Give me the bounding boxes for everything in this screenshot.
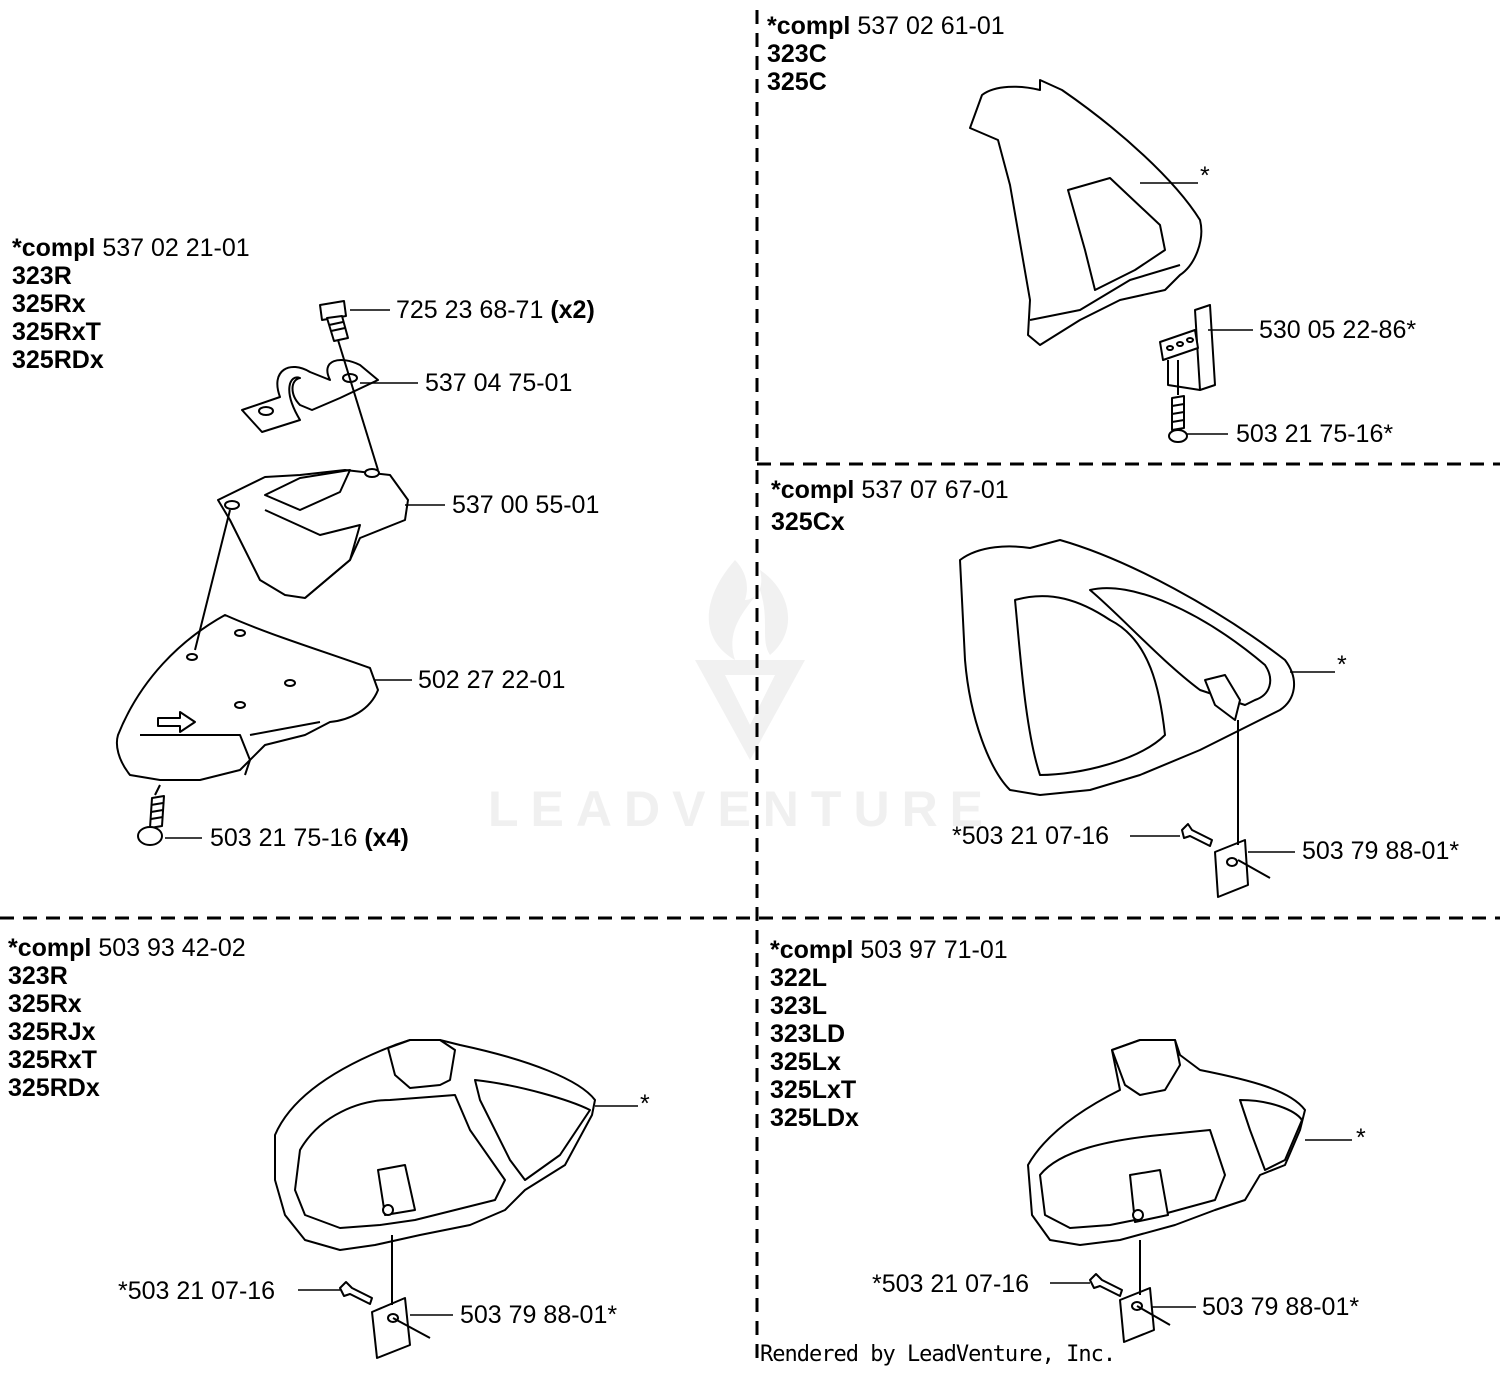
model-label: 325Lx xyxy=(770,1048,841,1076)
callout-guard-asterisk: * xyxy=(1356,1124,1366,1152)
callout-screw: *503 21 07-16 xyxy=(952,822,1109,850)
holder-537-00-55-01 xyxy=(217,468,409,599)
callout-screw: 503 21 75-16* xyxy=(1236,420,1393,448)
part-number: 530 05 22-86* xyxy=(1259,316,1417,344)
model-label: 323C xyxy=(767,40,827,68)
model-label: 325RJx xyxy=(8,1018,96,1046)
compl-label: *compl xyxy=(767,12,851,40)
model-label: 323LD xyxy=(770,1020,846,1048)
model-label: 323L xyxy=(770,992,827,1020)
model-label: 325RDx xyxy=(8,1074,100,1102)
bracket-530-05-22-86 xyxy=(1159,304,1216,391)
section-right-middle-title: *compl 537 07 67-01 325Cx xyxy=(771,476,1009,536)
model-label: 325LDx xyxy=(770,1104,859,1132)
part-number: * xyxy=(1337,651,1347,679)
render-credit: Rendered by LeadVenture, Inc. xyxy=(760,1342,1116,1367)
compl-label: *compl xyxy=(12,234,96,262)
part-number: 503 79 88-01* xyxy=(1202,1293,1360,1321)
callout-guard-asterisk: * xyxy=(640,1090,650,1118)
model-label: 325Rx xyxy=(12,290,86,318)
compl-label: *compl xyxy=(770,936,854,964)
model-label: 325RxT xyxy=(12,318,101,346)
section-left-bottom-title: *compl 503 93 42-02 323R 325Rx 325RJx 32… xyxy=(8,934,246,1102)
callout-holder: 537 00 55-01 xyxy=(452,491,599,519)
model-label: 325LxT xyxy=(770,1076,857,1104)
callout-guard: 502 27 22-01 xyxy=(418,666,565,694)
compl-number: 503 97 71-01 xyxy=(860,936,1008,964)
part-number: 503 21 75-16* xyxy=(1236,420,1394,448)
model-label: 325Rx xyxy=(8,990,82,1018)
compl-number: 537 02 21-01 xyxy=(102,234,250,262)
model-label: 322L xyxy=(770,964,827,992)
part-number: * xyxy=(640,1090,650,1118)
part-number: * xyxy=(1200,162,1210,190)
callout-guard-asterisk: * xyxy=(1200,162,1210,190)
part-number: 503 79 88-01* xyxy=(460,1301,618,1329)
callout-bracket: 530 05 22-86* xyxy=(1259,316,1416,344)
section-right-bottom-title: *compl 503 97 71-01 322L 323L 323LD 325L… xyxy=(770,936,1008,1132)
callout-nut-plate: 503 79 88-01* xyxy=(1302,837,1459,865)
section-right-top-title: *compl 537 02 61-01 323C 325C xyxy=(767,12,1005,96)
part-number: 502 27 22-01 xyxy=(418,666,566,694)
nut-plate-503-79-88-01-l xyxy=(1119,1287,1155,1343)
part-number: * xyxy=(1356,1124,1366,1152)
part-number: 725 23 68-71 xyxy=(396,296,544,324)
callout-clamp: 537 04 75-01 xyxy=(425,369,572,397)
callout-bolt: 725 23 68-71 (x2) xyxy=(396,296,595,324)
part-number: *503 21 07-16 xyxy=(872,1270,1030,1298)
watermark-logo xyxy=(695,560,805,760)
section-left-top-title: *compl 537 02 21-01 323R 325Rx 325RxT 32… xyxy=(12,234,250,374)
compl-number: 537 07 67-01 xyxy=(861,476,1009,504)
arrow-icon xyxy=(157,711,196,733)
part-number: 503 21 75-16 xyxy=(210,824,358,852)
model-label: 323R xyxy=(8,962,68,990)
part-number: *503 21 07-16 xyxy=(952,822,1110,850)
guard-537-02-61-01 xyxy=(969,79,1203,346)
guard-537-07-67-01 xyxy=(959,539,1295,796)
part-number: 537 04 75-01 xyxy=(425,369,573,397)
leader-lines xyxy=(165,182,1352,1316)
screw-503-21-07-16-cx xyxy=(1181,823,1213,847)
guard-503-93-42-02 xyxy=(274,1039,596,1251)
compl-number: 537 02 61-01 xyxy=(857,12,1005,40)
bolt-725-23-68-71 xyxy=(319,300,349,342)
compl-label: *compl xyxy=(8,934,92,962)
callout-screw: *503 21 07-16 xyxy=(118,1277,275,1305)
callout-nut-plate: 503 79 88-01* xyxy=(460,1301,617,1329)
watermark-text: LEADVENTURE xyxy=(488,781,996,837)
nut-plate-503-79-88-01-r xyxy=(371,1297,411,1359)
screw-503-21-07-16-l xyxy=(1089,1273,1123,1297)
model-label: 325RDx xyxy=(12,346,104,374)
part-number: 537 00 55-01 xyxy=(452,491,600,519)
screw-503-21-07-16-r xyxy=(339,1281,373,1305)
callout-guard-asterisk: * xyxy=(1337,651,1347,679)
compl-label: *compl xyxy=(771,476,855,504)
model-label: 323R xyxy=(12,262,72,290)
part-number: 503 79 88-01* xyxy=(1302,837,1460,865)
section-dividers xyxy=(0,10,1500,1365)
part-qty: (x2) xyxy=(550,296,595,324)
model-label: 325C xyxy=(767,68,827,96)
guard-502-27-22-01 xyxy=(115,614,379,781)
guard-503-97-71-01 xyxy=(1027,1039,1306,1246)
compl-number: 503 93 42-02 xyxy=(98,934,246,962)
callout-screw: *503 21 07-16 xyxy=(872,1270,1029,1298)
part-qty: (x4) xyxy=(364,824,409,852)
callout-nut-plate: 503 79 88-01* xyxy=(1202,1293,1359,1321)
clamp-537-04-75-01 xyxy=(241,359,379,433)
callout-screw: 503 21 75-16 (x4) xyxy=(210,824,409,852)
model-label: 325Cx xyxy=(771,508,845,536)
nut-plate-503-79-88-01-cx xyxy=(1214,839,1249,898)
screw-503-21-75-16-ct xyxy=(1168,395,1188,443)
model-label: 325RxT xyxy=(8,1046,97,1074)
screw-503-21-75-16 xyxy=(137,795,165,846)
part-number: *503 21 07-16 xyxy=(118,1277,276,1305)
